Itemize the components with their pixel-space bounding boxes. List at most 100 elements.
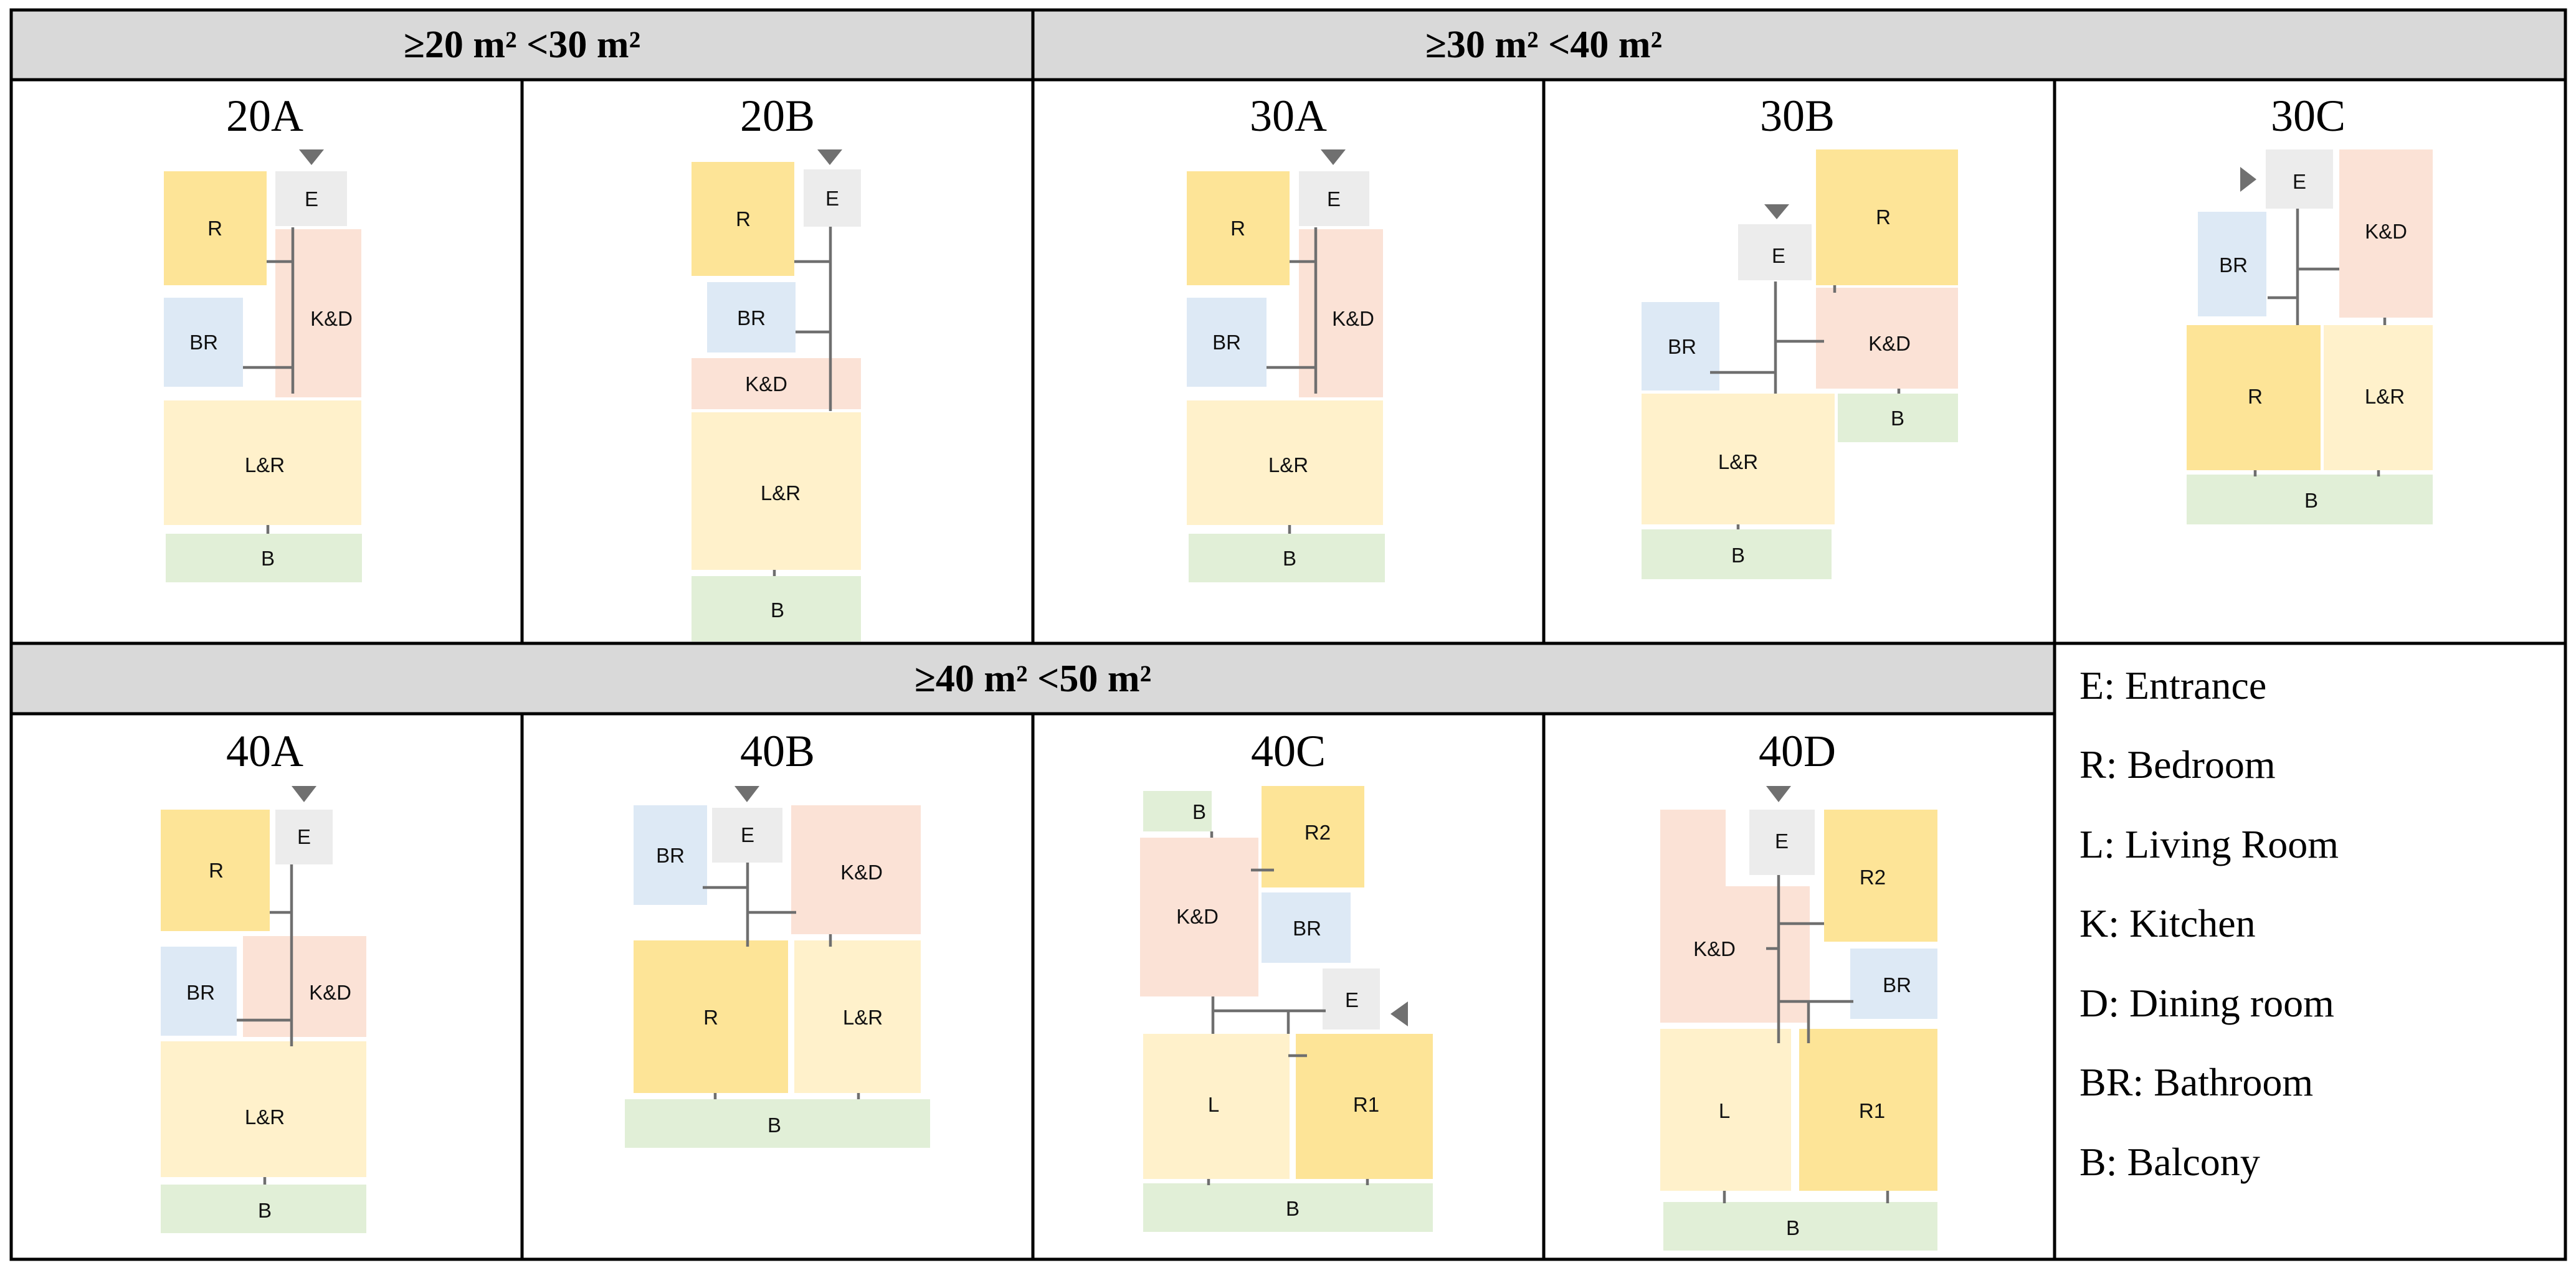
entrance-arrow-icon	[817, 149, 842, 165]
room-br	[1850, 949, 1937, 1019]
room-label: L&R	[1718, 450, 1758, 473]
room-label: B	[1731, 544, 1745, 567]
room-label: K&D	[1332, 307, 1374, 330]
wall-lines	[1723, 875, 1889, 1203]
room-label: BR	[2219, 253, 2248, 277]
room-label: BR	[186, 981, 215, 1004]
entrance-arrow-icon	[734, 786, 759, 802]
header-range-20-30: ≥20 m² <30 m²	[404, 24, 640, 66]
room-e	[2266, 149, 2333, 209]
room-label: R1	[1353, 1093, 1379, 1116]
room-e	[712, 808, 782, 863]
wall-lines	[772, 227, 832, 576]
room-label: B	[1286, 1197, 1300, 1220]
room-label: E	[1345, 988, 1359, 1011]
plan-40c: B R2 K&D BR E L R1 B	[1140, 786, 1433, 1232]
room-br	[164, 298, 243, 387]
plan-title-20a: 20A	[226, 91, 303, 141]
plan-30c: E K&D BR R L&R B	[2187, 149, 2433, 524]
room-label: L&R	[245, 453, 285, 476]
room-label: E	[741, 823, 754, 846]
room-label: L	[1208, 1093, 1219, 1116]
room-b	[161, 1185, 366, 1233]
room-lr	[161, 1041, 366, 1177]
plan-20b: R E BR K&D L&R B	[692, 149, 861, 641]
room-kd	[1816, 288, 1958, 389]
room-b	[625, 1099, 930, 1148]
room-kd	[1299, 229, 1383, 397]
wall-lines	[1710, 282, 1901, 529]
legend-item-dining-room: D: Dining room	[2079, 981, 2334, 1025]
room-e	[1299, 171, 1369, 226]
table-grid	[9, 8, 2567, 1261]
plan-30b: R E K&D BR B L&R B	[1642, 149, 1958, 579]
room-r	[164, 171, 267, 285]
room-r	[1816, 149, 1958, 285]
plan-title-40b: 40B	[740, 726, 815, 776]
wall-lines	[237, 864, 293, 1185]
entrance-arrow-icon	[2240, 167, 2256, 192]
room-label: R	[703, 1006, 718, 1029]
room-label: E	[2293, 170, 2306, 193]
legend-item-entrance: E: Entrance	[2079, 663, 2266, 707]
room-r	[161, 810, 270, 931]
room-label: BR	[189, 331, 218, 354]
room-label: R	[736, 207, 751, 230]
room-br	[707, 282, 796, 353]
entrance-arrow-icon	[1390, 1001, 1408, 1026]
room-label: E	[1772, 244, 1785, 267]
room-b	[1838, 394, 1958, 442]
room-label: R	[207, 217, 222, 240]
plan-40b: BR E K&D R L&R B	[625, 786, 930, 1148]
room-r	[1187, 171, 1290, 285]
room-e	[275, 171, 347, 226]
plan-title-40d: 40D	[1759, 726, 1836, 776]
entrance-arrow-icon	[292, 786, 316, 802]
legend-item-balcony: B: Balcony	[2079, 1140, 2260, 1184]
room-label: BR	[737, 306, 766, 329]
room-label: R2	[1860, 866, 1886, 889]
room-kd	[1660, 810, 1810, 1023]
room-l	[1143, 1034, 1290, 1179]
room-label: B	[1891, 407, 1904, 430]
plan-30a: R E BR K&D L&R B	[1187, 149, 1385, 582]
room-label: B	[2304, 489, 2318, 512]
room-label: E	[825, 187, 839, 210]
room-label: BR	[656, 844, 685, 867]
room-label: R2	[1305, 821, 1331, 844]
room-b	[2187, 475, 2433, 524]
room-b	[1663, 1202, 1937, 1251]
room-label: K&D	[1693, 937, 1736, 960]
room-e	[804, 169, 861, 227]
room-kd	[692, 358, 861, 409]
room-label: E	[1775, 830, 1789, 853]
room-e	[275, 810, 333, 864]
legend-item-bedroom: R: Bedroom	[2079, 742, 2276, 787]
room-label: B	[768, 1114, 781, 1137]
room-b	[1143, 791, 1212, 831]
room-lr	[692, 412, 861, 570]
room-label: B	[1283, 547, 1296, 570]
room-label: B	[771, 599, 784, 622]
room-label: K&D	[840, 861, 883, 884]
room-label: B	[258, 1199, 272, 1222]
room-label: E	[1327, 187, 1341, 211]
room-lr	[1187, 400, 1383, 525]
legend: E: Entrance R: Bedroom L: Living Room K:…	[2079, 663, 2339, 1184]
room-kd	[791, 805, 921, 934]
room-label: K&D	[1868, 332, 1911, 355]
header-bar-top	[11, 10, 2565, 80]
room-r1	[1799, 1029, 1937, 1191]
room-r2	[1824, 810, 1937, 942]
room-br	[634, 805, 707, 905]
room-label: R	[1230, 217, 1245, 240]
room-label: L&R	[2365, 385, 2405, 408]
room-label: K&D	[309, 981, 351, 1004]
table-border	[9, 8, 2567, 1261]
room-kd	[2339, 149, 2433, 318]
room-b	[1143, 1183, 1433, 1232]
room-br	[161, 947, 237, 1036]
header-bar-bottom	[11, 643, 2055, 714]
room-label: L&R	[843, 1006, 883, 1029]
